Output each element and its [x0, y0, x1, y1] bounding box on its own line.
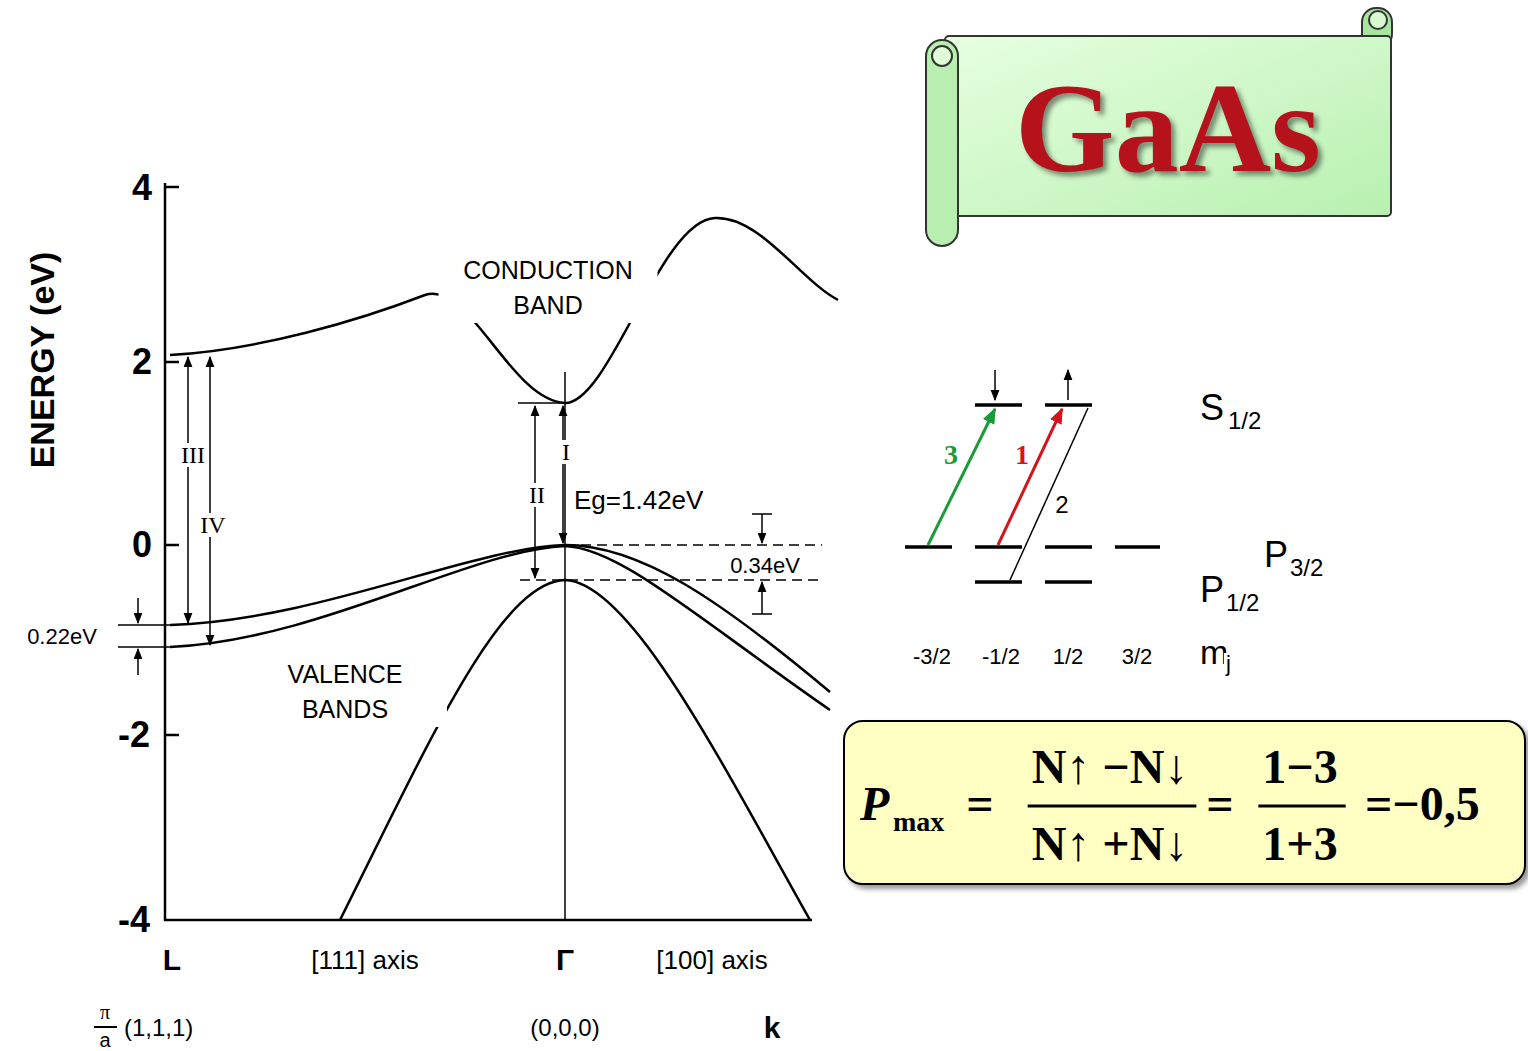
transition-number: II: [527, 483, 547, 507]
transition-arrow: [187, 357, 189, 623]
axis-tick-label: 4: [130, 170, 154, 206]
spin-arrow: [994, 370, 996, 400]
level-symbol: P: [1198, 572, 1226, 608]
mj-value: 3/2: [1120, 646, 1155, 668]
scroll-roll: [926, 40, 958, 246]
k-point-label: L: [161, 945, 183, 975]
scroll-curl: [1369, 11, 1387, 29]
axis-tick-label: 2: [130, 344, 154, 380]
transition-number: 3: [942, 441, 960, 469]
formula-subscript: max: [893, 808, 944, 836]
gap-value: Eg=1.42eV: [572, 487, 705, 513]
axis-direction: [100] axis: [654, 947, 769, 973]
formula-denominator: 1+3: [1262, 820, 1337, 868]
transition-arrow: [562, 406, 564, 543]
mj-value: -1/2: [980, 646, 1022, 668]
k-point-label: Γ: [554, 945, 576, 975]
gap-value: 0.34eV: [728, 555, 802, 577]
formula-box: Pmax = N↑ −N↓ N↑ +N↓ = 1−3 1+3 =−0,5: [843, 720, 1526, 885]
fraction-part: a: [97, 1030, 112, 1050]
band-name: VALENCE BANDS: [243, 657, 447, 727]
formula-numerator: N↑ −N↓: [1032, 743, 1189, 791]
guide-line: [518, 402, 560, 404]
guide-line: [118, 625, 170, 647]
band-name: CONDUCTION BAND: [439, 253, 658, 323]
level-subscript: 1/2: [1224, 591, 1261, 615]
axis-tick-label: -2: [116, 717, 152, 753]
split-off-band-curve: [340, 580, 810, 920]
formula-numerator: 1−3: [1262, 743, 1337, 791]
guide-dash: [565, 544, 822, 545]
fraction-bar: [94, 1026, 117, 1028]
fraction-part: π: [98, 1002, 112, 1022]
gap-arrow: [761, 582, 763, 614]
level-symbol: P: [1262, 537, 1290, 573]
transition-arrow: [209, 357, 211, 645]
axis-tick-label: -4: [116, 902, 152, 938]
energy-level: [975, 580, 1092, 584]
transition-number: III: [179, 443, 207, 467]
formula-operator: =: [966, 780, 993, 828]
guide-dash: [520, 579, 822, 580]
axis-title: ENERGY (eV): [25, 250, 59, 471]
title-text: GaAs: [1015, 64, 1321, 192]
gap-value: 0.22eV: [25, 626, 99, 648]
formula-operator: =: [1206, 780, 1233, 828]
fraction-bar: [1258, 805, 1345, 808]
level-symbol: S: [1198, 390, 1226, 426]
axis-title: k: [762, 1013, 783, 1043]
gap-arrow: [137, 649, 139, 675]
mj-value: -3/2: [911, 646, 953, 668]
axis-line: [165, 183, 812, 920]
scroll-curl: [932, 46, 952, 66]
gap-arrow: [761, 514, 763, 543]
transition-number: I: [560, 440, 572, 464]
level-subscript: 1/2: [1226, 409, 1263, 433]
level-subscript: j: [1224, 653, 1233, 675]
k-coordinate: (0,0,0): [528, 1016, 601, 1040]
fraction-bar: [1028, 805, 1197, 808]
axis-tick: [165, 187, 179, 735]
transition-number: 2: [1053, 493, 1070, 517]
transition-number: 1: [1013, 441, 1031, 469]
transition-arrow: [928, 409, 995, 545]
title-scroll: [926, 8, 1392, 246]
scroll-body: [945, 36, 1391, 216]
gap-arrow: [137, 598, 139, 623]
k-coordinate: (1,1,1): [122, 1016, 195, 1040]
axis-direction: [111] axis: [309, 947, 420, 973]
mj-value: 1/2: [1051, 646, 1086, 668]
formula-symbol: P: [860, 780, 889, 828]
level-subscript: 3/2: [1288, 556, 1325, 580]
formula-denominator: N↑ +N↓: [1032, 820, 1189, 868]
spin-arrow: [1067, 370, 1069, 400]
transition-arrow: [998, 409, 1062, 545]
formula-result: =−0,5: [1365, 780, 1480, 828]
conduction-band-curve: [170, 218, 838, 403]
transition-number: IV: [198, 513, 227, 537]
axis-tick-label: 0: [130, 527, 154, 563]
energy-level: [975, 403, 1092, 407]
energy-level: [905, 545, 1160, 549]
